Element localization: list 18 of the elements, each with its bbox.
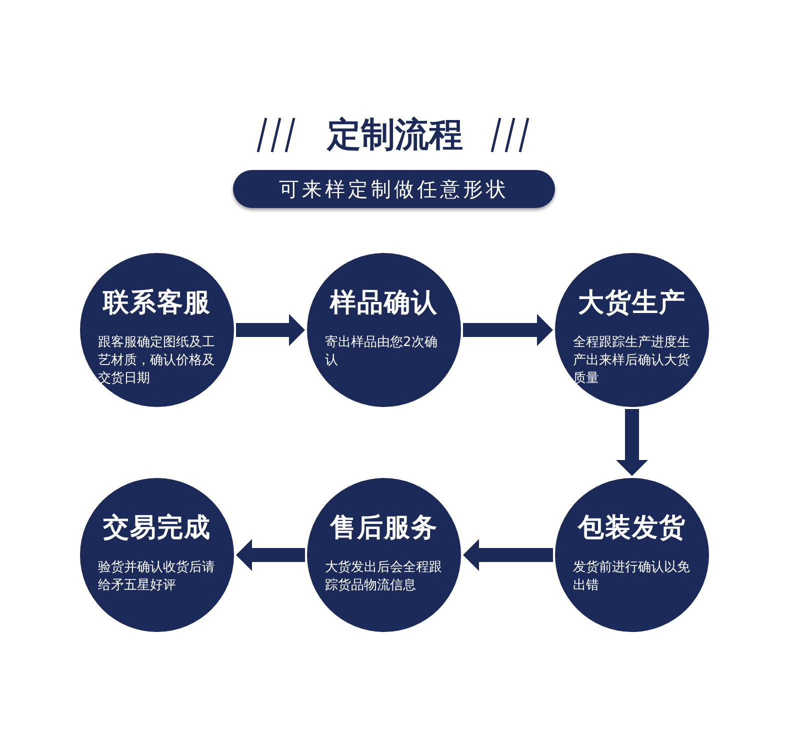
step-description: 大货发出后会全程跟踪货品物流信息 — [325, 559, 443, 595]
step-heading: 样品确认 — [330, 287, 438, 320]
arrow — [236, 314, 305, 346]
step-heading: 包装发货 — [578, 512, 686, 545]
step-description: 发货前进行确认以免出错 — [573, 559, 691, 595]
step-heading: 售后服务 — [330, 512, 438, 545]
step-heading: 交易完成 — [103, 512, 211, 545]
step-heading: 大货生产 — [578, 287, 686, 320]
step-description: 全程跟踪生产进度生产出来样后确认大货质量 — [573, 334, 691, 388]
step-description: 验货并确认收货后请给矛五星好评 — [98, 559, 216, 595]
title: 定制流程 — [327, 115, 463, 155]
arrow — [463, 314, 553, 346]
arrow — [236, 539, 305, 571]
arrow — [616, 409, 648, 476]
step-heading: 联系客服 — [103, 287, 211, 320]
arrow — [463, 539, 553, 571]
step-description: 寄出样品由您2次确认 — [325, 334, 438, 370]
subtitle-banner: 可来样定制做任意形状 — [233, 170, 555, 208]
